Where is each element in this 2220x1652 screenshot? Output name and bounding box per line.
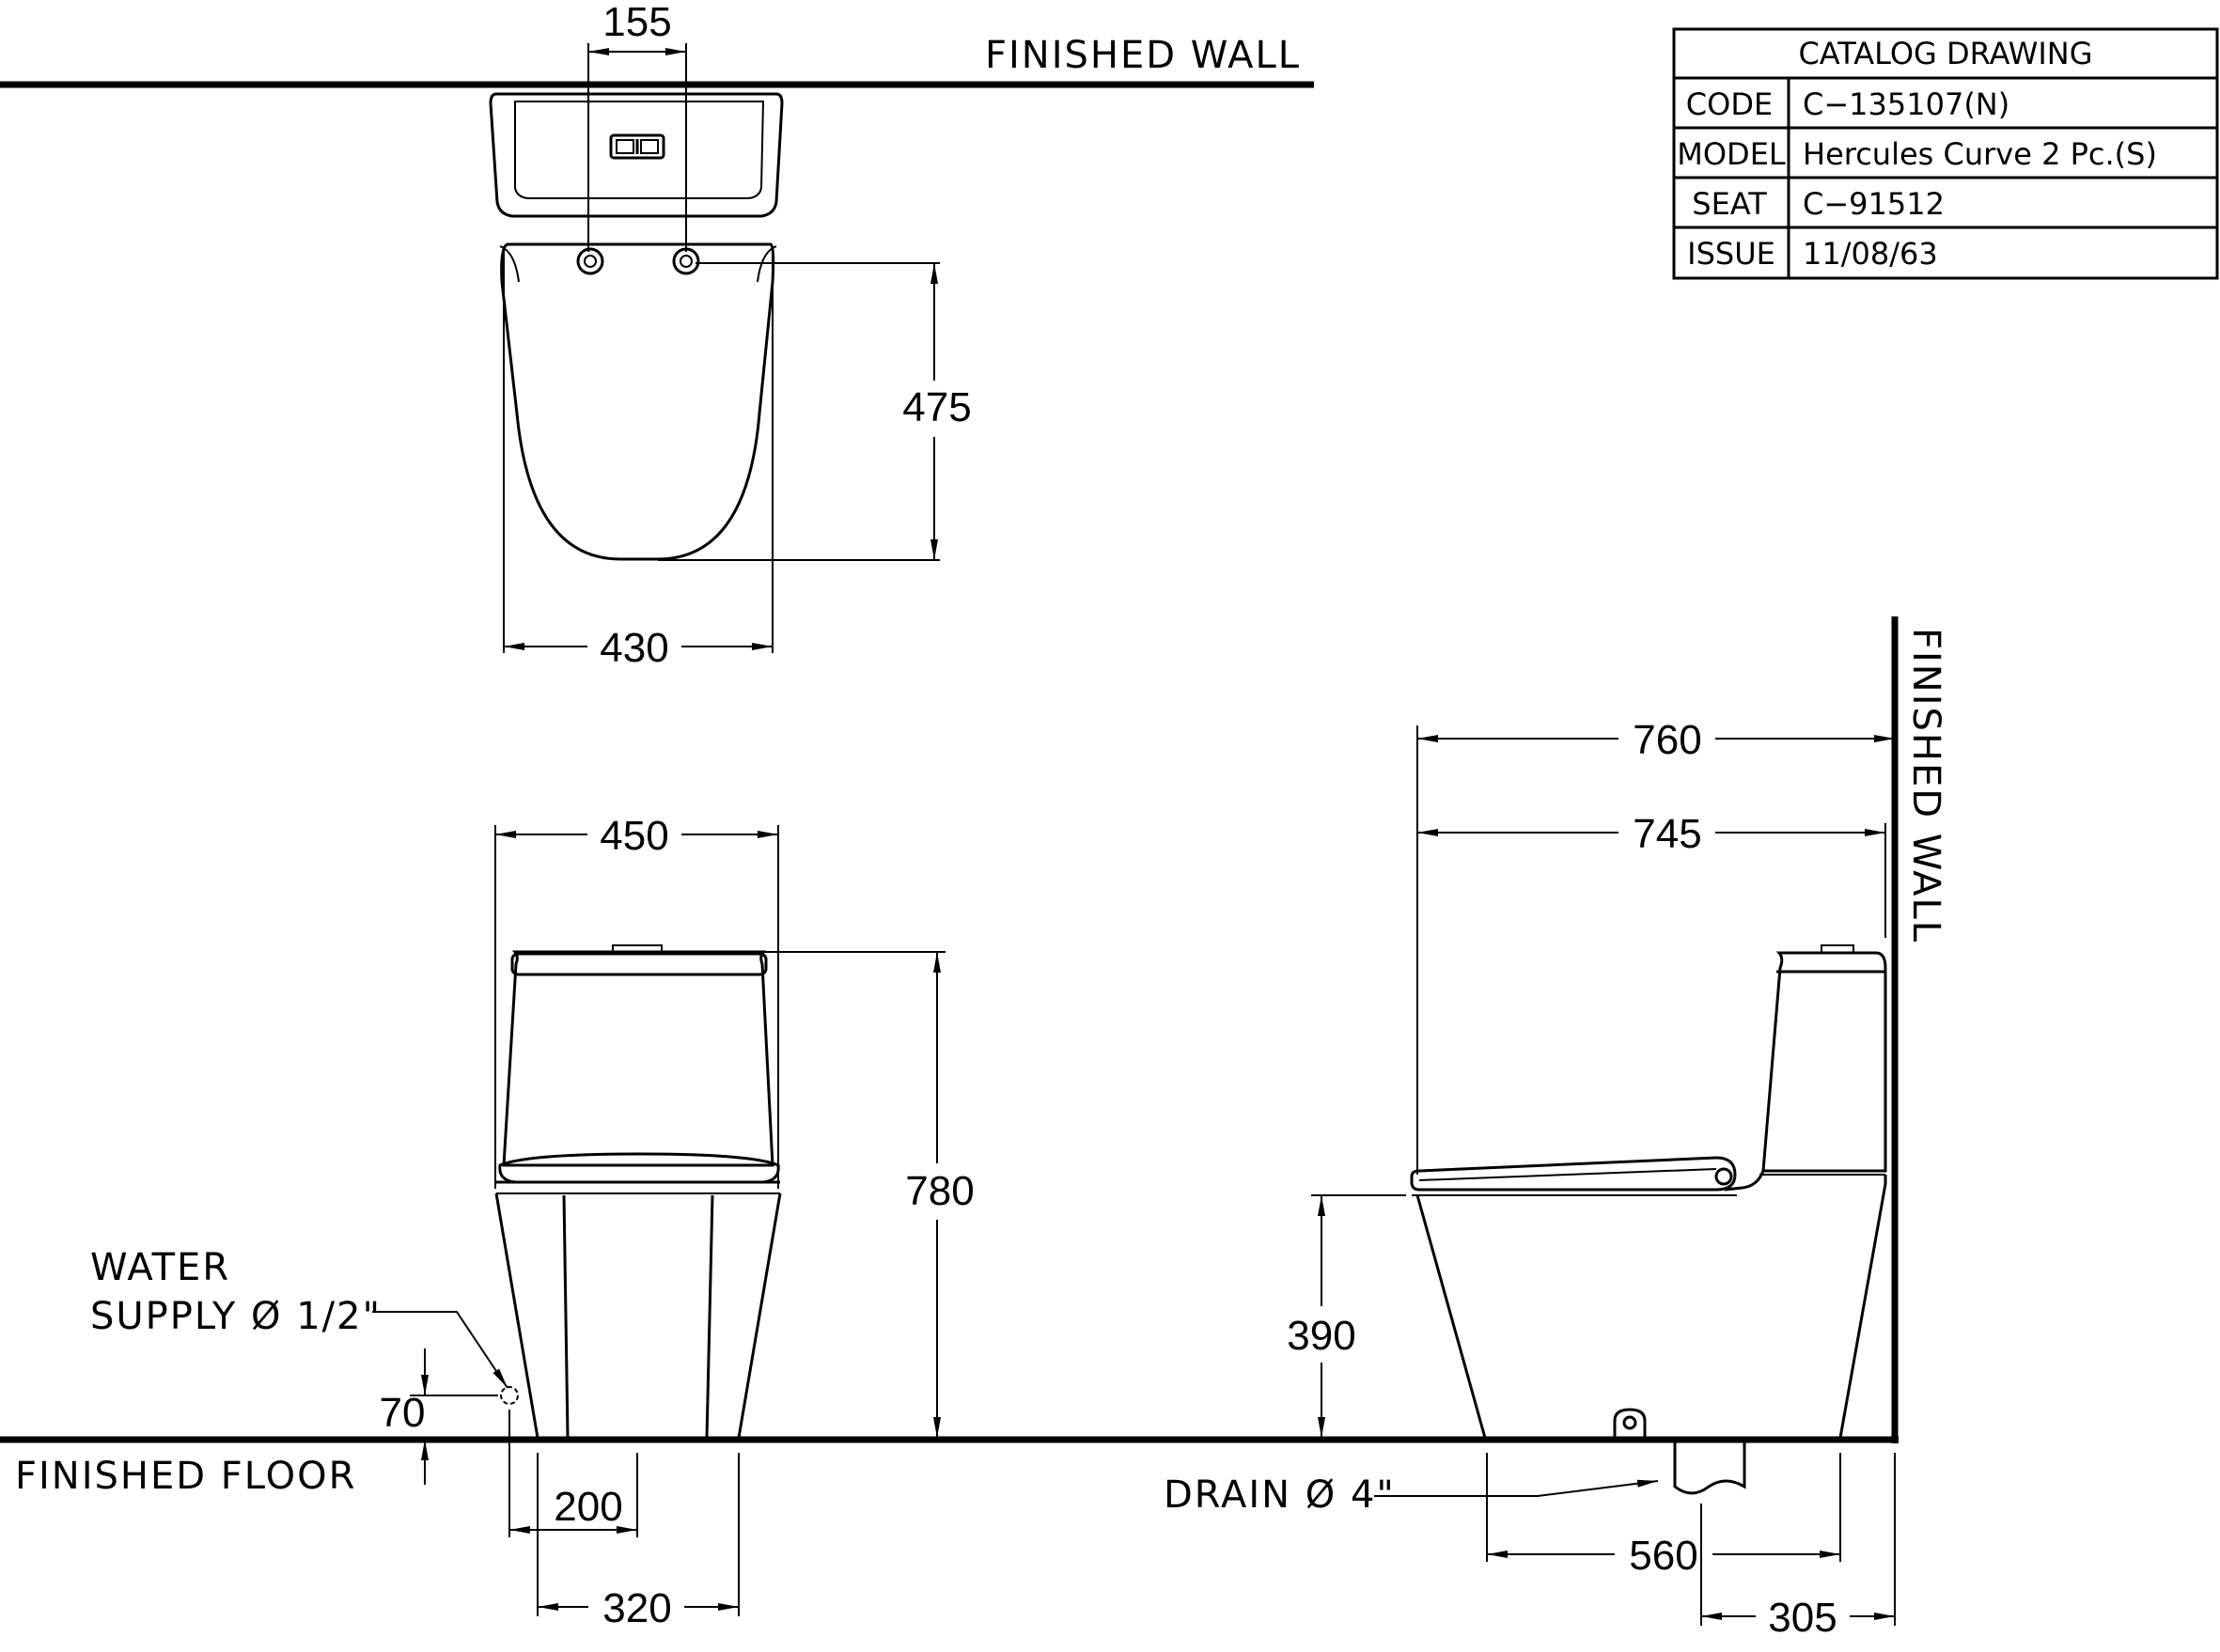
top-view: FINISHED WALL 155 475 430 [0,0,1314,671]
code-key: CODE [1686,86,1773,122]
title-block-header: CATALOG DRAWING [1798,36,2092,71]
finished-wall-label-top: FINISHED WALL [985,34,1301,77]
seat-outline-top [500,242,775,561]
dim-430: 430 [600,625,668,671]
drain-pipe [1673,1440,1746,1495]
dim-475: 475 [902,384,971,430]
tank-lid-top [514,101,765,199]
seat-key: SEAT [1692,186,1767,222]
front-view: 450 780 WATER SUPPLY Ø 1/2" 70 200 320 [90,813,975,1631]
dim-745: 745 [1633,811,1701,857]
tank-lid-front [510,952,768,976]
water-supply-label-line2: SUPPLY Ø 1/2" [90,1295,382,1338]
dim-390: 390 [1287,1313,1355,1359]
dim-760: 760 [1633,717,1701,763]
dim-320: 320 [602,1585,671,1631]
code-value: C−135107(N) [1803,86,2009,122]
side-view: FINISHED WALL DRAIN Ø 4" 760 745 [1164,616,1947,1641]
dim-200: 200 [554,1484,622,1530]
seat-value: C−91512 [1803,186,1945,222]
dim-780: 780 [905,1168,974,1214]
model-key: MODEL [1677,136,1786,172]
issue-key: ISSUE [1687,236,1775,272]
seat-front [498,1152,780,1184]
tank-side [1761,951,1887,1173]
hinge-bolt-right [672,247,700,275]
finished-wall-label-side: FINISHED WALL [1904,628,1947,943]
dim-155: 155 [602,0,671,45]
floor-bolt-cap [1613,1408,1647,1438]
hinge-bolt-left [576,247,604,275]
finished-floor-label: FINISHED FLOOR [15,1455,356,1498]
seat-side [1410,1156,1737,1192]
tank-front [502,950,774,1167]
water-supply-label-line1: WATER [90,1246,230,1289]
water-supply-valve [500,1386,519,1405]
flush-button [609,133,665,160]
title-block: CATALOG DRAWING CODE C−135107(N) MODEL H… [1672,27,2219,280]
dim-305: 305 [1768,1595,1837,1641]
issue-value: 11/08/63 [1803,236,1938,272]
tank-outline-top [489,92,784,218]
dim-70: 70 [380,1390,426,1436]
dim-450: 450 [600,813,668,859]
drain-label: DRAIN Ø 4" [1164,1473,1396,1517]
dim-560: 560 [1629,1533,1697,1579]
model-value: Hercules Curve 2 Pc.(S) [1803,136,2157,172]
